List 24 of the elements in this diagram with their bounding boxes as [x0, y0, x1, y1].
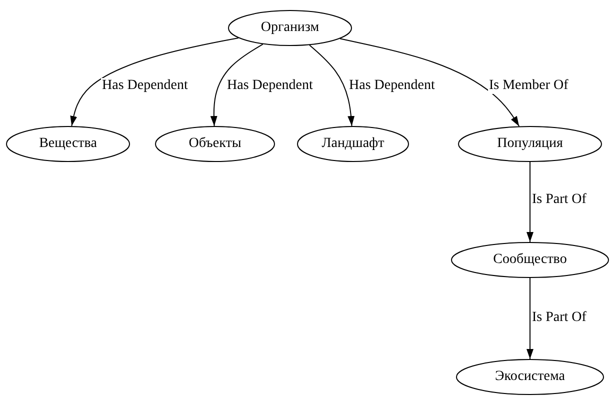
node-ellipse	[155, 126, 275, 162]
node-ellipse	[297, 126, 409, 162]
arrow	[526, 278, 534, 360]
node-label: Организм	[260, 20, 320, 36]
node-ellipse	[451, 242, 609, 278]
node-ellipse	[458, 126, 602, 162]
arrow	[339, 38, 520, 127]
edge-label: Has Dependent	[226, 78, 314, 94]
node-ellipse	[6, 126, 130, 162]
arrow	[526, 162, 534, 242]
arrow	[210, 44, 264, 126]
arrow	[70, 37, 239, 127]
edge-label: Is Member Of	[488, 78, 570, 94]
edge-label: Has Dependent	[101, 78, 189, 94]
arrow	[309, 44, 355, 126]
node-label: Вещества	[39, 136, 97, 152]
node-label: Объекты	[188, 136, 242, 152]
node-ellipse	[228, 10, 352, 46]
node-label: Экосистема	[495, 369, 565, 385]
node-label: Популяция	[497, 136, 563, 152]
node-label: Ландшафт	[322, 136, 384, 152]
node-label: Сообщество	[493, 252, 567, 268]
edge-label: Has Dependent	[348, 78, 436, 94]
node-ellipse	[456, 359, 604, 395]
